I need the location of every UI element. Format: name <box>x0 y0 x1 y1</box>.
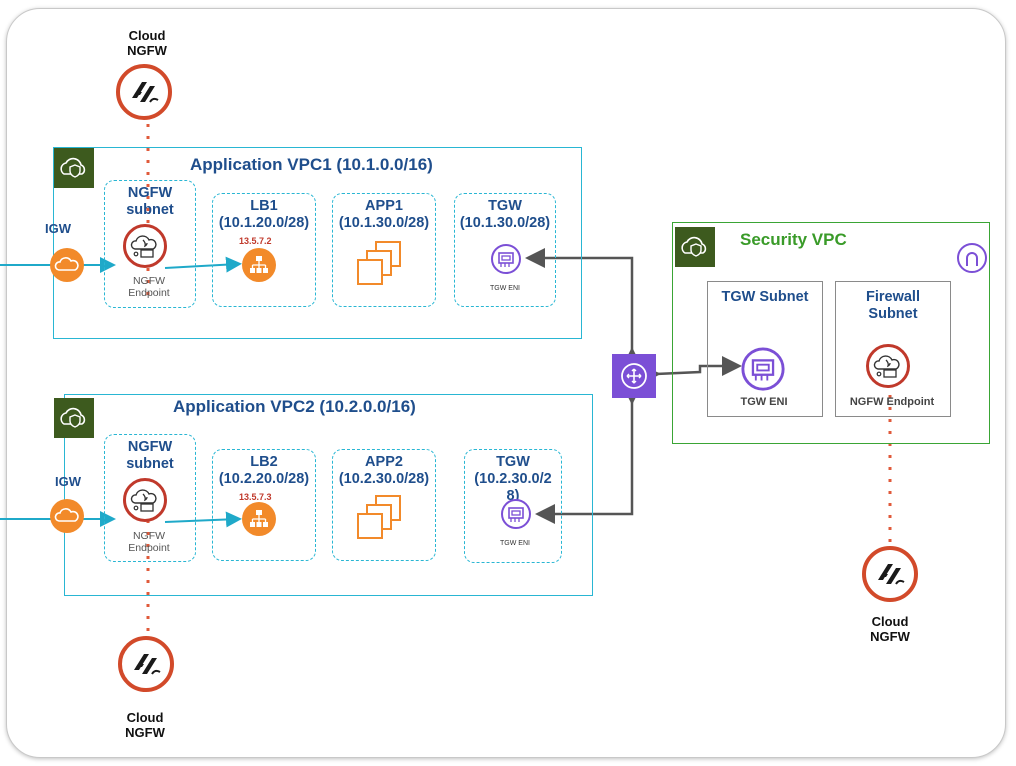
vpc2-title: Application VPC2 (10.2.0.0/16) <box>173 397 416 416</box>
tgw1-cidr: (10.1.30.0/28) <box>459 215 551 231</box>
cloud-ngfw-bottom-left-label: Cloud NGFW <box>125 710 165 740</box>
lb1-ip: 13.5.7.2 <box>239 236 272 246</box>
traffic-lb1 <box>164 256 242 273</box>
cloud-ngfw-icon <box>116 64 172 120</box>
tgw-eni-icon <box>740 346 786 397</box>
security-tgw-subnet: TGW Subnet <box>707 281 823 417</box>
vpc1-lb-subnet: LB1 (10.1.20.0/28) 13.5.7.2 <box>212 193 316 307</box>
vpc2-igw-label: IGW <box>55 474 81 489</box>
vpc-shield-icon <box>675 227 715 267</box>
vpc2-ngfw-subnet-title: NGFW subnet <box>126 439 174 472</box>
security-endpoint-caption: NGFW Endpoint <box>849 396 935 408</box>
vpc1-igw-label: IGW <box>45 221 71 236</box>
cloud-ngfw-bottom-right-label: Cloud NGFW <box>870 614 910 644</box>
lb2-title: LB2 <box>250 454 278 470</box>
internet-gateway-icon <box>50 499 84 533</box>
load-balancer-icon <box>242 502 276 536</box>
tgw-link-security <box>640 356 742 385</box>
vpc2-tgw-subnet: TGW (10.2.30.0/2 8) <box>464 449 562 563</box>
cloud-ngfw-icon <box>862 546 918 602</box>
security-tgw-subnet-title: TGW Subnet <box>721 289 809 305</box>
vpc2-ngfw-subnet: NGFW subnet <box>104 434 196 562</box>
vpc1-ngfw-subnet-title: NGFW subnet <box>126 185 174 218</box>
tgw-eni-icon <box>490 243 522 280</box>
cloud-ngfw-top-label: Cloud NGFW <box>127 28 167 58</box>
app-instances-icon <box>356 494 408 547</box>
cloud-ngfw-icon <box>118 636 174 692</box>
security-tgw-eni-caption: TGW ENI <box>740 396 788 408</box>
vpc2-endpoint-caption: NGFW Endpoint <box>128 530 170 554</box>
vpc1-tgw-subnet: TGW (10.1.30.0/28) <box>454 193 556 307</box>
application-vpc2 <box>64 394 593 596</box>
security-vpc-title: Security VPC <box>740 230 847 249</box>
ngfw-endpoint-icon <box>866 344 910 388</box>
load-balancer-icon <box>242 248 276 282</box>
tgw-link-vpc1 <box>525 248 642 367</box>
ngfw-endpoint-icon <box>123 224 167 268</box>
security-firewall-subnet: Firewall Subnet <box>835 281 951 417</box>
tgw-link-vpc2 <box>535 385 642 524</box>
app1-title: APP1 <box>365 198 403 214</box>
app2-title: APP2 <box>365 454 403 470</box>
tgw2-title: TGW <box>496 454 530 470</box>
nat-gateway-icon <box>956 242 988 279</box>
vpc-shield-icon <box>54 148 94 188</box>
security-firewall-subnet-title: Firewall Subnet <box>866 289 920 322</box>
internet-gateway-icon <box>50 248 84 282</box>
tgw2-cidr: (10.2.30.0/2 8) <box>474 471 552 504</box>
lb1-cidr: (10.1.20.0/28) <box>218 215 310 231</box>
vpc1-title: Application VPC1 (10.1.0.0/16) <box>190 155 433 174</box>
vpc2-lb-subnet: LB2 (10.2.20.0/28) 13.5.7.3 <box>212 449 316 561</box>
tgw1-title: TGW <box>488 198 522 214</box>
traffic-lb2 <box>164 511 242 528</box>
tgw2-eni-caption: TGW ENI <box>500 540 530 547</box>
app-instances-icon <box>356 240 408 293</box>
lb2-cidr: (10.2.20.0/28) <box>218 471 310 487</box>
vpc1-ngfw-subnet: NGFW subnet <box>104 180 196 308</box>
lb1-title: LB1 <box>250 198 278 214</box>
vpc1-endpoint-caption: NGFW Endpoint <box>128 275 170 299</box>
transit-gateway-icon <box>612 354 656 398</box>
application-vpc1 <box>53 147 582 339</box>
security-vpc <box>672 222 990 444</box>
vpc2-app-subnet: APP2 (10.2.30.0/28) <box>332 449 436 561</box>
tgw1-eni-caption: TGW ENI <box>490 285 520 292</box>
diagram-frame <box>6 8 1006 758</box>
lb2-ip: 13.5.7.3 <box>239 492 272 502</box>
vpc-shield-icon <box>54 398 94 438</box>
app1-cidr: (10.1.30.0/28) <box>338 215 430 231</box>
vpc1-app-subnet: APP1 (10.1.30.0/28) <box>332 193 436 307</box>
ngfw-endpoint-icon <box>123 478 167 522</box>
app2-cidr: (10.2.30.0/28) <box>338 471 430 487</box>
tgw-eni-icon <box>500 498 532 535</box>
